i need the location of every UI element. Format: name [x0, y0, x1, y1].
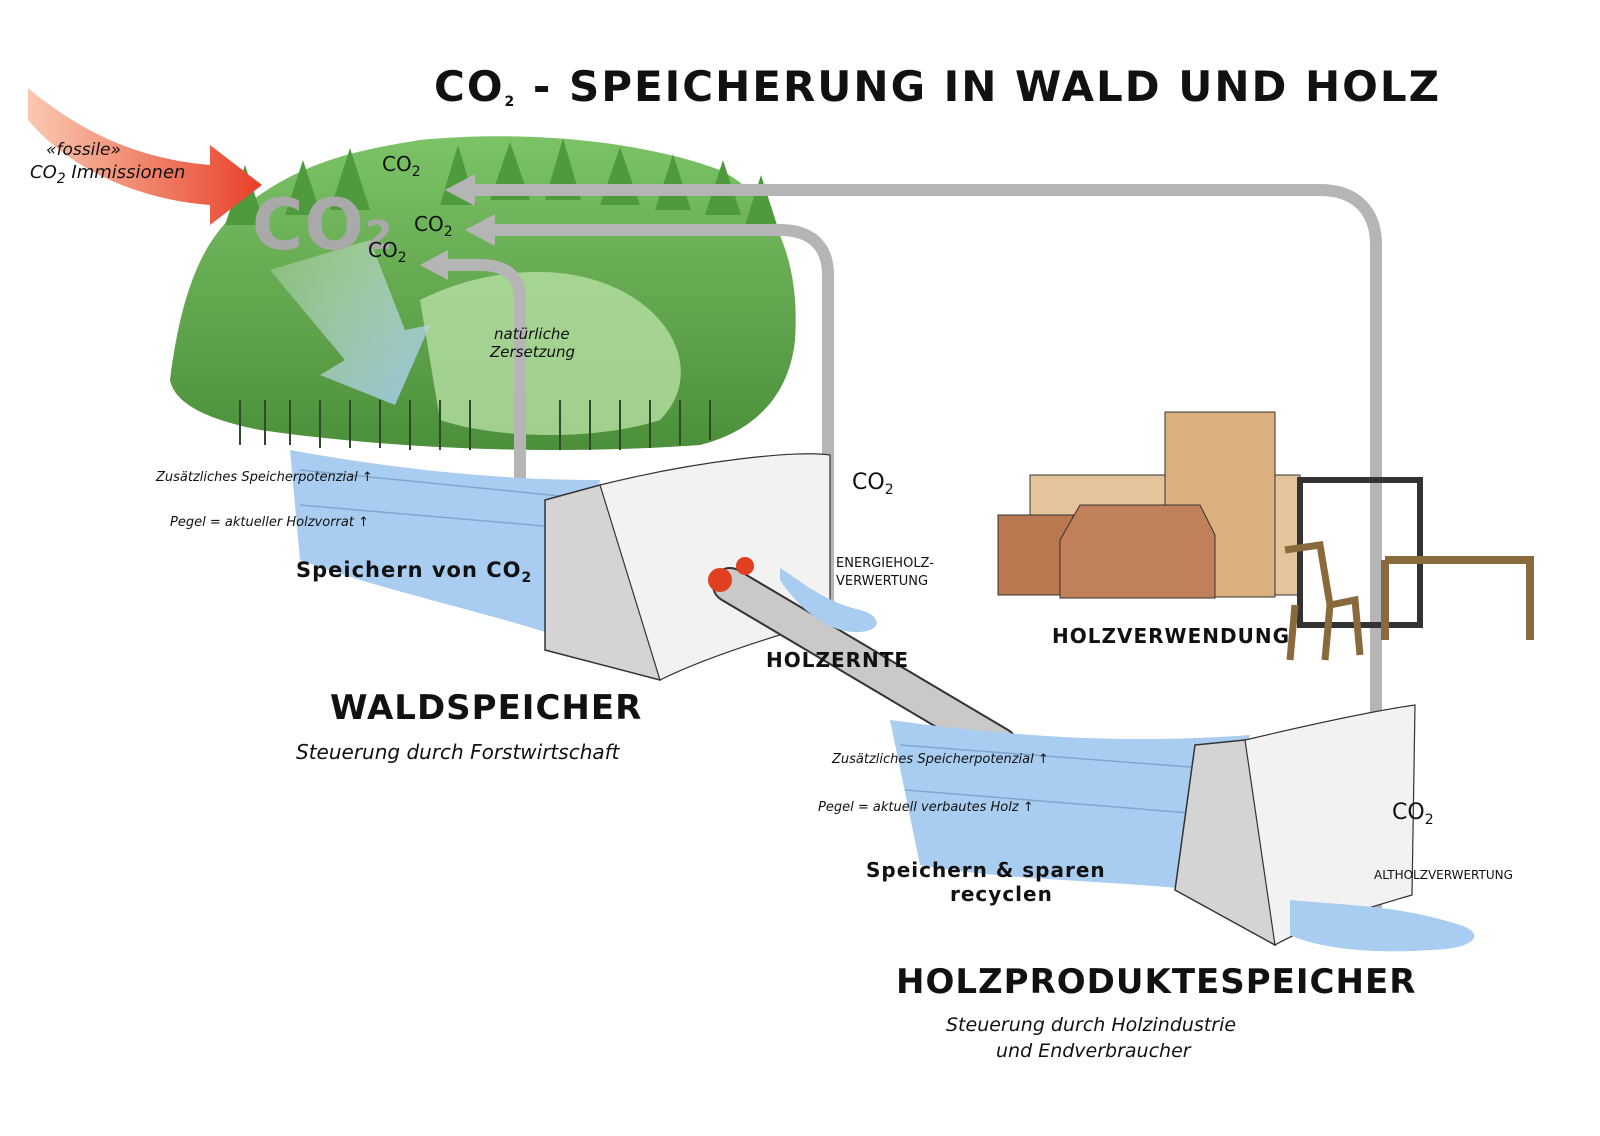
products-control-label-line2: und Endverbraucher	[996, 1040, 1191, 1062]
harvest-pipe	[708, 557, 1018, 763]
co2-big-sub: 2	[364, 213, 394, 259]
co2-small-label-2: CO2	[414, 212, 453, 240]
co2-c-co: CO	[368, 238, 398, 262]
co2-big-label: CO2	[252, 184, 394, 266]
co2-small-label-3: CO2	[368, 238, 407, 266]
title-rest: - SPEICHERUNG IN WALD UND HOLZ	[516, 62, 1442, 111]
energy-wood-label-line2: VERWERTUNG	[836, 574, 929, 589]
products-control-label-line1: Steuerung durch Holzindustrie	[946, 1014, 1237, 1036]
decomposition-arrow	[445, 259, 526, 535]
co2-energy-label: CO2	[852, 470, 894, 498]
fossil-rest: Immissionen	[65, 162, 186, 183]
products-storage-heading: HOLZPRODUKTESPEICHER	[896, 962, 1417, 1002]
co2-d-sub: 2	[884, 482, 894, 498]
fossil-sub: 2	[56, 171, 66, 187]
co2-e-co: CO	[1392, 800, 1425, 825]
forest-storage-heading: WALDSPEICHER	[330, 688, 643, 728]
co2-e-sub: 2	[1424, 812, 1434, 828]
fossil-emission-arrow	[28, 88, 262, 225]
page-title: CO2 - SPEICHERUNG IN WALD UND HOLZ	[434, 62, 1441, 111]
harvest-label: HOLZERNTE	[766, 648, 910, 672]
decomposition-label-line2: Zersetzung	[490, 343, 576, 361]
co2-b-sub: 2	[443, 224, 453, 240]
fossil-label-line2: CO2 Immissionen	[30, 162, 185, 187]
forest-potential-label: Zusätzliches Speicherpotenzial ↑	[156, 470, 373, 485]
waste-co2-pipe	[470, 184, 1382, 910]
co2-a-sub: 2	[411, 164, 421, 180]
products-level-label: Pegel = aktuell verbautes Holz ↑	[818, 800, 1034, 815]
products-level-text: Pegel = aktuell verbautes Holz	[818, 800, 1019, 815]
products-store-label-line1: Speichern & sparen	[866, 858, 1106, 882]
forest-store-text: Speichern von CO	[296, 558, 522, 582]
products-reservoir	[890, 704, 1475, 952]
energy-co2-pipe	[490, 224, 834, 608]
forest-store-sub: 2	[521, 570, 533, 586]
co2-a-co: CO	[382, 152, 412, 176]
co2-small-label-1: CO2	[382, 152, 421, 180]
co2-waste-label: CO2	[1392, 800, 1434, 828]
co2-d-co: CO	[852, 470, 885, 495]
absorption-arrow	[270, 240, 430, 405]
fossil-co: CO	[30, 162, 57, 183]
forest-store-label: Speichern von CO2	[296, 558, 532, 586]
decomposition-label-line1: natürliche	[494, 325, 570, 343]
forest-control-label: Steuerung durch Forstwirtschaft	[296, 740, 620, 764]
wood-usage-illustration	[997, 411, 1534, 661]
products-potential-label: Zusätzliches Speicherpotenzial ↑	[832, 752, 1049, 767]
co2-c-sub: 2	[397, 250, 407, 266]
wood-usage-label: HOLZVERWENDUNG	[1052, 624, 1290, 648]
fossil-label-line1: «fossile»	[46, 140, 121, 160]
forest-level-label: Pegel = aktueller Holzvorrat ↑	[170, 515, 369, 530]
title-sub: 2	[504, 94, 517, 110]
products-store-label-line2: recyclen	[950, 882, 1053, 906]
forest-reservoir	[290, 450, 831, 681]
energy-wood-label-line1: ENERGIEHOLZ-	[836, 556, 934, 571]
title-prefix: CO	[434, 62, 505, 111]
waste-wood-label: ALTHOLZVERWERTUNG	[1374, 868, 1513, 882]
forest-potential-text: Zusätzliches Speicherpotenzial	[156, 470, 358, 485]
products-potential-text: Zusätzliches Speicherpotenzial	[832, 752, 1034, 767]
forest-level-text: Pegel = aktueller Holzvorrat	[170, 515, 354, 530]
co2-big-co: CO	[252, 184, 365, 266]
co2-b-co: CO	[414, 212, 444, 236]
